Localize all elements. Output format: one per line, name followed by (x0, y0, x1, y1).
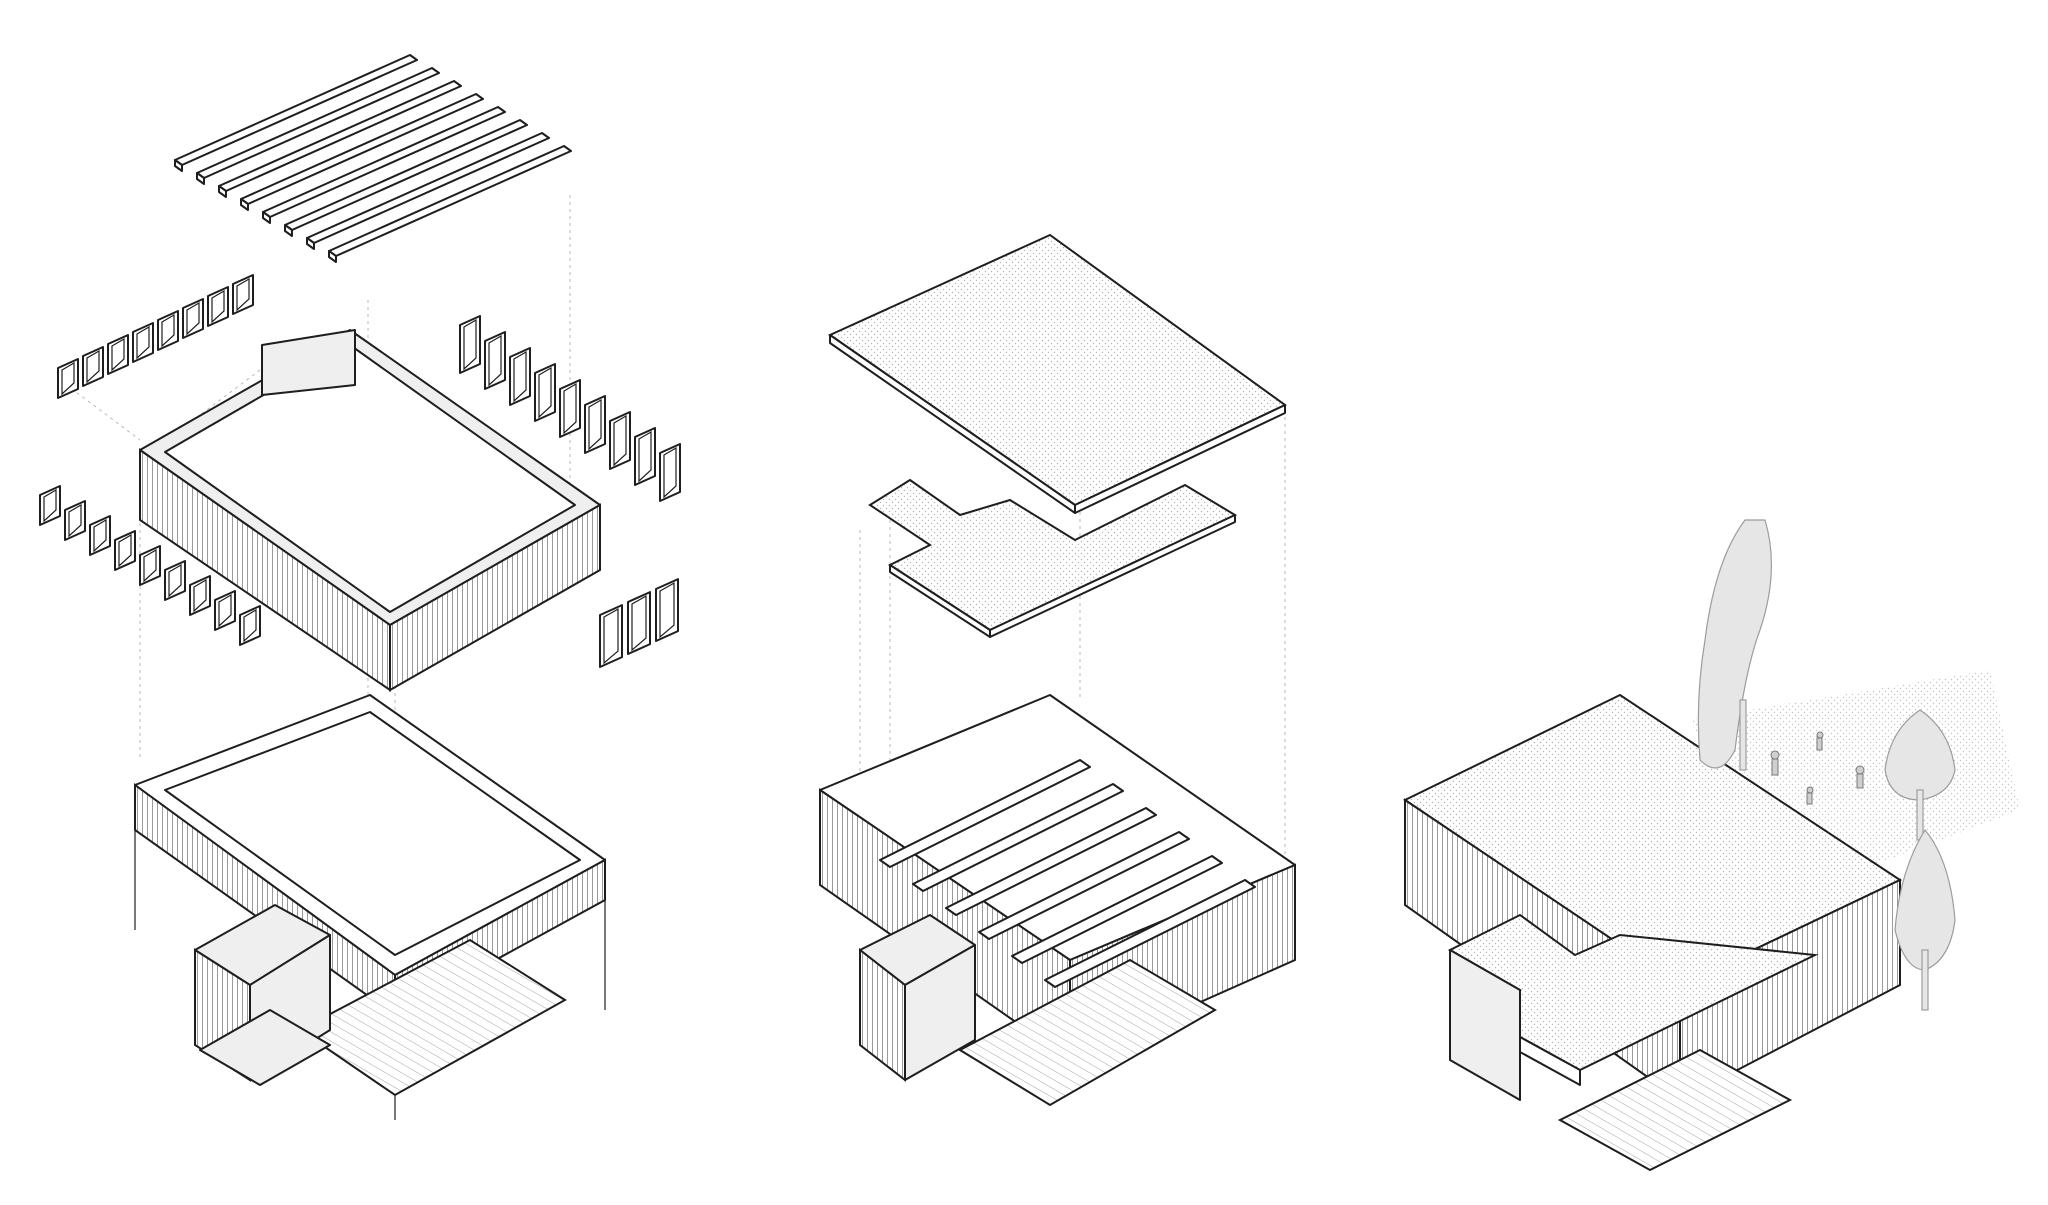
panel-1-exploded-walls (39, 54, 681, 1120)
interior-beam (912, 783, 1124, 892)
window-panel (82, 346, 104, 387)
window-panel (64, 500, 86, 541)
roof-beam (174, 54, 418, 166)
roof-beam (262, 106, 506, 218)
window-panel (584, 395, 606, 454)
window-glass (43, 488, 57, 523)
window-panel (157, 310, 179, 351)
roof-beam-end (174, 159, 183, 172)
roof-beam (328, 145, 572, 257)
window-panel (132, 322, 154, 363)
roof-beams (174, 54, 572, 263)
window-panel (627, 591, 651, 655)
window-glass (563, 382, 577, 435)
window-panel (39, 485, 61, 526)
roof-beam-end (262, 211, 271, 224)
window-glass (603, 608, 619, 665)
window-glass (463, 318, 477, 371)
roof-beam-end (328, 250, 337, 263)
window-panel (599, 604, 623, 668)
roof-beam-end (240, 198, 249, 211)
window-glass (118, 533, 132, 568)
window-glass (93, 518, 107, 553)
framed-structure (819, 694, 1296, 1107)
window-panel (232, 274, 254, 315)
canopy-slab (868, 478, 1238, 632)
window-panel (509, 347, 531, 406)
roof-beam-end (306, 237, 315, 250)
window-panel (182, 298, 204, 339)
window-glass (488, 334, 502, 387)
interior-beam (945, 807, 1157, 916)
window-glass (86, 349, 100, 384)
window-glass (663, 446, 677, 499)
roof-beam (284, 119, 528, 231)
window-row-bottom-right (599, 578, 679, 668)
window-panel (189, 575, 211, 616)
roof-slab (827, 233, 1287, 507)
roof-beam-end (218, 185, 227, 198)
window-panel (57, 358, 79, 399)
window-panel (207, 286, 229, 327)
window-panel (89, 515, 111, 556)
window-glass (136, 325, 150, 360)
window-glass (631, 595, 647, 652)
window-panel (534, 363, 556, 422)
window-panel (484, 331, 506, 390)
interior-beam (1044, 879, 1256, 988)
window-glass (638, 430, 652, 483)
window-glass (538, 366, 552, 419)
window-glass (61, 361, 75, 396)
window-panel (459, 315, 481, 374)
window-panel (164, 560, 186, 601)
window-panel (214, 590, 236, 631)
roof-beam-end (196, 172, 205, 185)
roof-beam (218, 80, 462, 192)
window-panel (659, 443, 681, 502)
window-panel (609, 411, 631, 470)
interior-beam (1011, 855, 1223, 964)
wall-ring (139, 329, 601, 692)
window-glass (588, 398, 602, 451)
window-panel (139, 545, 161, 586)
roof-beam (306, 132, 550, 244)
window-panel (634, 427, 656, 486)
window-glass (143, 548, 157, 583)
panel-3-assembled (1403, 519, 2020, 1172)
roof-beam (196, 67, 440, 179)
window-panel (559, 379, 581, 438)
window-row-top-right (459, 315, 681, 502)
window-row-top-left (57, 274, 254, 399)
window-glass (161, 313, 175, 348)
window-row-bottom-left (39, 485, 261, 646)
window-panel (107, 334, 129, 375)
window-glass (111, 337, 125, 372)
window-glass (168, 563, 182, 598)
interior-beam (879, 759, 1091, 868)
window-glass (211, 289, 225, 324)
panel-2-slabs-and-structure (819, 233, 1296, 1107)
window-panel (655, 578, 679, 642)
window-glass (186, 301, 200, 336)
interior-beam (978, 831, 1190, 940)
window-panel (239, 605, 261, 646)
window-panel (114, 530, 136, 571)
window-glass (659, 582, 675, 639)
window-glass (193, 578, 207, 613)
window-glass (68, 503, 82, 538)
window-glass (236, 277, 250, 312)
roof-beam (240, 93, 484, 205)
interior-beams (879, 759, 1256, 988)
window-glass (243, 608, 257, 643)
window-glass (613, 414, 627, 467)
window-glass (513, 350, 527, 403)
window-glass (218, 593, 232, 628)
tree-icon (1697, 519, 1956, 1011)
roof-beam-end (284, 224, 293, 237)
base-frame (134, 694, 606, 1120)
people-icon (1770, 731, 1865, 805)
